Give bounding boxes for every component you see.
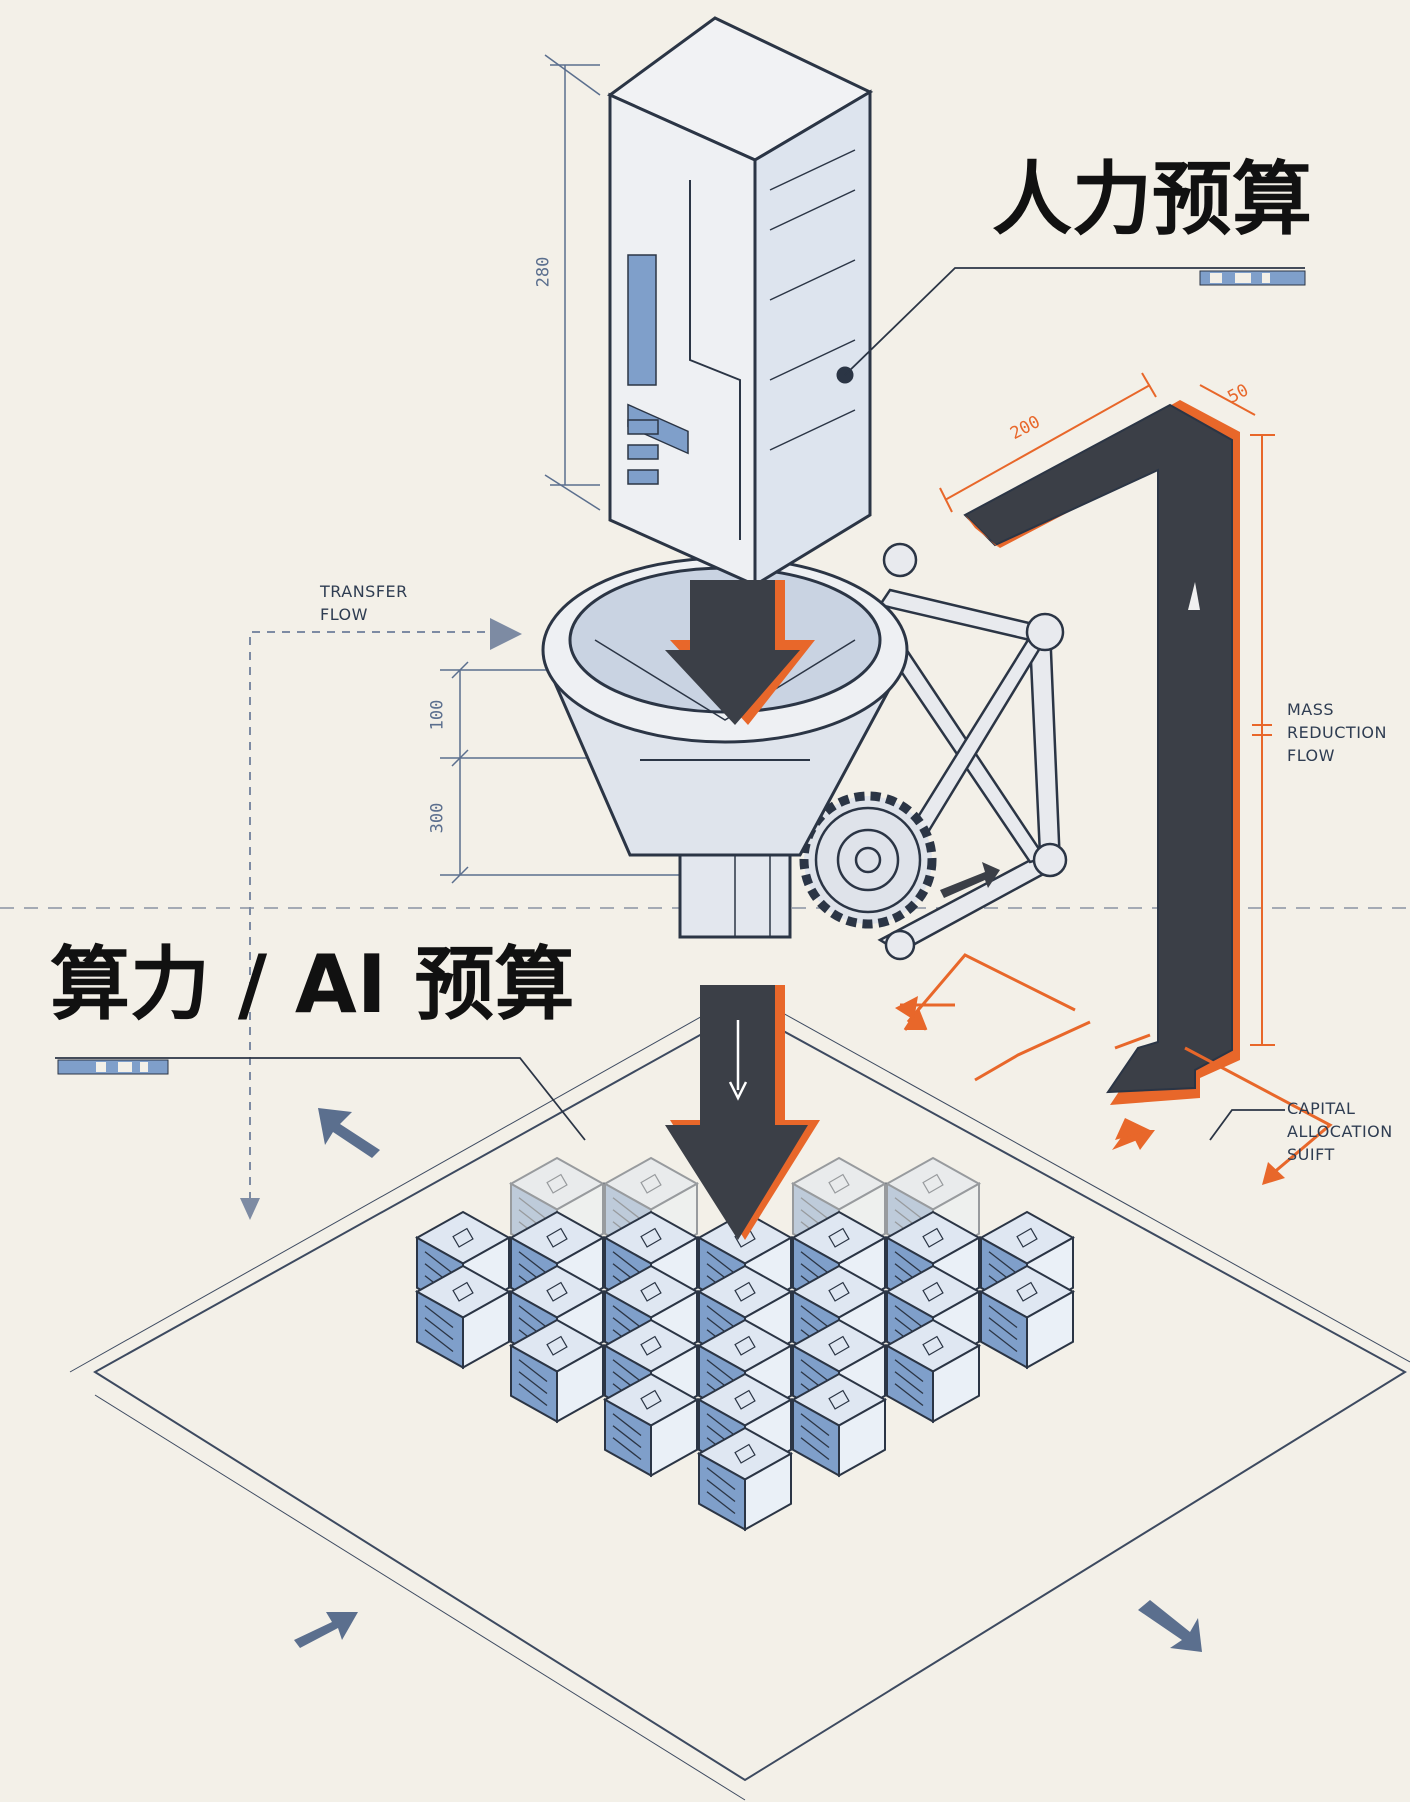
server-cube [696, 1426, 794, 1532]
capital-arrow-head-e [1115, 1118, 1150, 1140]
ai-server-cube-grid [414, 1156, 1076, 1532]
server-cabinet [607, 16, 874, 588]
capital-arrow-head-a [895, 996, 918, 1020]
pipe-dimension-lines [939, 372, 1275, 1046]
support-truss [877, 542, 1068, 961]
gear [799, 791, 937, 929]
transfer-flow-label: TRANSFER FLOW [320, 582, 408, 624]
server-cube [978, 1264, 1076, 1370]
server-cube [602, 1372, 700, 1478]
server-cube [790, 1372, 888, 1478]
cabinet-dimension-line [544, 54, 601, 511]
capital-allocation-arrows [900, 953, 1333, 1182]
callout-lines [55, 267, 1305, 1141]
server-cube [414, 1264, 512, 1370]
transfer-flow-path [249, 631, 495, 1200]
funnel-lower-dimension: 300 [427, 802, 448, 834]
gear-direction-arrow [940, 862, 1000, 898]
mass-reduction-flow-label: MASS REDUCTION FLOW [1287, 700, 1387, 765]
ai-budget-scale-bar [57, 1059, 169, 1075]
server-cube [508, 1264, 606, 1370]
ai-budget-label: 算力 / AI 预算 [50, 938, 575, 1031]
capital-arrow-head-d [1112, 1128, 1150, 1150]
server-cube [508, 1318, 606, 1424]
server-cube [884, 1318, 982, 1424]
server-cube [508, 1156, 606, 1262]
budget-flow-arrow [665, 580, 820, 1240]
human-budget-scale-bar [1199, 270, 1306, 286]
funnel [541, 556, 909, 939]
mass-reduction-pipe [963, 400, 1240, 1105]
transfer-flow-down-arrowhead [240, 1198, 260, 1220]
capital-allocation-label: CAPITAL ALLOCATION SUIFT [1287, 1099, 1393, 1164]
cabinet-height-dimension: 280 [533, 256, 554, 288]
capital-arrow-head-b [1262, 1162, 1285, 1185]
grid-spread-arrows [294, 1108, 1202, 1652]
transfer-flow-arrowhead [490, 618, 522, 650]
human-budget-label: 人力预算 [992, 153, 1312, 246]
funnel-upper-dimension: 100 [427, 699, 448, 731]
